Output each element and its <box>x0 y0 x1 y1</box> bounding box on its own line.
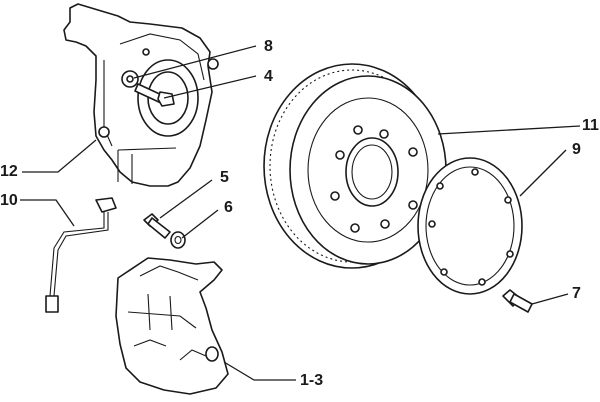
callout-4: 4 <box>264 68 273 85</box>
callout-labels: 8 4 11 9 12 5 6 10 7 1-3 <box>0 38 599 389</box>
callout-11: 11 <box>582 117 599 134</box>
leader-lines <box>20 45 581 381</box>
bolt-4 <box>134 83 175 107</box>
callout-9: 9 <box>572 141 581 158</box>
brake-caliper <box>115 257 229 395</box>
wheel-bolt <box>502 289 533 313</box>
caliper-washer <box>170 231 186 249</box>
caliper-bolt <box>143 213 171 239</box>
brake-hose <box>45 197 117 313</box>
callout-5: 5 <box>220 169 229 186</box>
callout-7: 7 <box>572 285 581 302</box>
callout-12: 12 <box>0 163 18 180</box>
callout-10: 10 <box>0 192 18 209</box>
spacer-ring <box>417 157 523 295</box>
callout-6: 6 <box>224 199 233 216</box>
callout-1-3: 1-3 <box>300 372 323 389</box>
callout-8: 8 <box>264 38 273 55</box>
